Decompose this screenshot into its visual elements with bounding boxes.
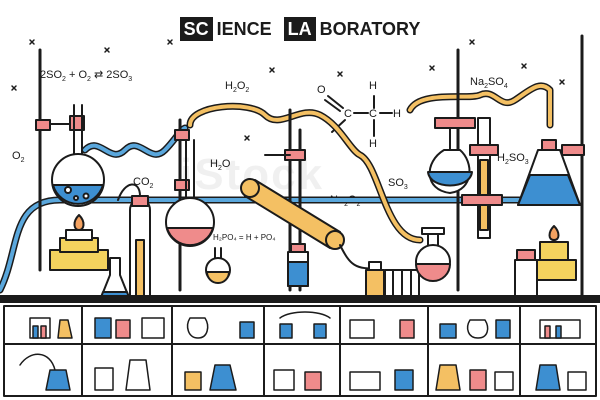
eq-lhs: 2SO bbox=[40, 69, 63, 81]
stand-right bbox=[427, 48, 476, 292]
formula-h2po4: H₂PO₄ = H + PO₄ bbox=[213, 233, 276, 242]
h2o2-text: H bbox=[225, 80, 233, 92]
burette bbox=[461, 117, 503, 239]
mid-tube-yellow bbox=[188, 104, 422, 242]
blue-bottle bbox=[287, 243, 309, 287]
right-bottle bbox=[517, 34, 585, 302]
pink-cap-bottle bbox=[514, 249, 538, 297]
molecule-h2: H bbox=[393, 108, 401, 120]
pink-flask bbox=[415, 227, 451, 282]
equilibrium-arrows-icon: ⇄ bbox=[94, 69, 104, 81]
o2-text: O bbox=[12, 150, 21, 162]
eq-o2: + O bbox=[68, 69, 88, 81]
eq-rhs: 2SO bbox=[106, 69, 129, 81]
h2o-text: H bbox=[210, 158, 218, 170]
formula-o2: O2 bbox=[12, 150, 25, 165]
formula-na2so4: Na2SO4 bbox=[470, 76, 508, 91]
formula-co2: CO2 bbox=[133, 176, 154, 191]
page-title: SC IENCE LA BORATORY bbox=[0, 14, 600, 44]
na2so4-text: Na bbox=[470, 76, 485, 88]
small-yellow-flask bbox=[205, 247, 231, 284]
formula-h2so3: H2SO3 bbox=[497, 152, 529, 167]
molecule-h1: H bbox=[369, 80, 377, 92]
title-box-sc: SC bbox=[179, 17, 213, 41]
burner-right bbox=[531, 225, 577, 281]
stand-2 bbox=[165, 118, 215, 292]
right-tube-yellow bbox=[408, 83, 552, 127]
molecule-c1: C bbox=[344, 108, 352, 120]
title-boratory: BORATORY bbox=[319, 19, 421, 39]
h2so3-text: H bbox=[497, 152, 505, 164]
molecule-h3: H bbox=[369, 138, 377, 150]
molecule-c2: C bbox=[369, 108, 377, 120]
decorative-crosses bbox=[11, 39, 565, 141]
formula-h2o: H2O bbox=[210, 158, 231, 173]
left-stand bbox=[35, 48, 105, 272]
shelf-items bbox=[19, 311, 587, 391]
formula-so3: SO3 bbox=[388, 177, 408, 192]
tube-blue bbox=[0, 198, 562, 292]
molecule-o: O bbox=[317, 84, 326, 96]
formula-h2o2: H2O2 bbox=[225, 80, 250, 95]
wavy-tube-outline bbox=[81, 124, 189, 158]
co2-text: CO bbox=[133, 176, 150, 188]
burner-left bbox=[49, 214, 109, 271]
title-box-la: LA bbox=[283, 17, 316, 41]
condenser bbox=[240, 178, 381, 270]
title-ience: IENCE bbox=[216, 19, 272, 39]
so3-text: SO bbox=[388, 177, 404, 189]
counter bbox=[0, 295, 600, 303]
equation-so2: 2SO2 + O2 ⇄ 2SO3 bbox=[40, 69, 133, 84]
yellow-bottle bbox=[365, 261, 385, 299]
